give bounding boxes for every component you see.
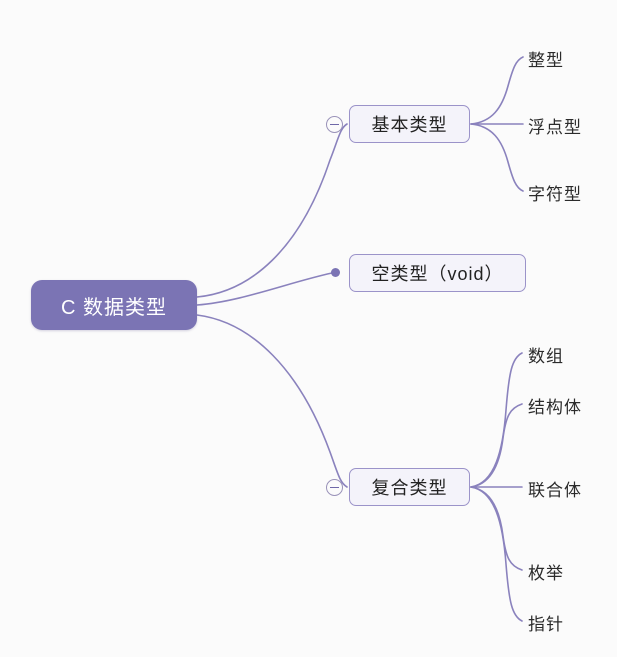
branch-node-compound[interactable]: 复合类型 (349, 468, 470, 506)
leaf-node-char[interactable]: 字符型 (528, 180, 582, 205)
leaf-node-char-label: 字符型 (528, 185, 582, 204)
root-node[interactable]: C 数据类型 (31, 280, 197, 330)
branch-node-compound-label: 复合类型 (371, 478, 448, 498)
leaf-node-pointer[interactable]: 指针 (528, 610, 564, 635)
leaf-node-union-label: 联合体 (528, 481, 582, 500)
edge-compound-to-pointer (470, 486, 523, 622)
branch-node-void[interactable]: 空类型（void） (349, 254, 526, 292)
branch-node-basic-label: 基本类型 (371, 115, 448, 135)
leaf-node-union[interactable]: 联合体 (528, 476, 582, 501)
connector-dot-void (331, 268, 340, 277)
leaf-node-int-label: 整型 (528, 51, 564, 70)
leaf-node-float[interactable]: 浮点型 (528, 113, 582, 138)
edge-compound-to-struct (470, 403, 523, 488)
leaf-node-array-label: 数组 (528, 347, 564, 366)
branch-node-basic[interactable]: 基本类型 (349, 105, 470, 143)
leaf-node-struct-label: 结构体 (528, 398, 582, 417)
leaf-node-pointer-label: 指针 (528, 615, 564, 634)
edge-compound-to-enum (470, 486, 523, 571)
edge-root-to-void (196, 272, 333, 306)
edge-basic-to-int (470, 56, 524, 125)
leaf-node-enum-label: 枚举 (528, 564, 564, 583)
leaf-node-int[interactable]: 整型 (528, 46, 564, 71)
edge-basic-to-char (470, 123, 524, 192)
leaf-node-enum[interactable]: 枚举 (528, 559, 564, 584)
edge-root-to-compound (196, 314, 348, 488)
branch-node-void-label: 空类型（void） (371, 264, 504, 284)
edge-compound-to-array (470, 352, 523, 488)
minus-circle-icon-compound[interactable] (326, 479, 343, 496)
minus-circle-icon-basic[interactable] (326, 116, 343, 133)
leaf-node-struct[interactable]: 结构体 (528, 393, 582, 418)
edge-root-to-basic (196, 123, 348, 298)
root-node-label: C 数据类型 (61, 296, 167, 319)
leaf-node-float-label: 浮点型 (528, 118, 582, 137)
leaf-node-array[interactable]: 数组 (528, 342, 564, 367)
